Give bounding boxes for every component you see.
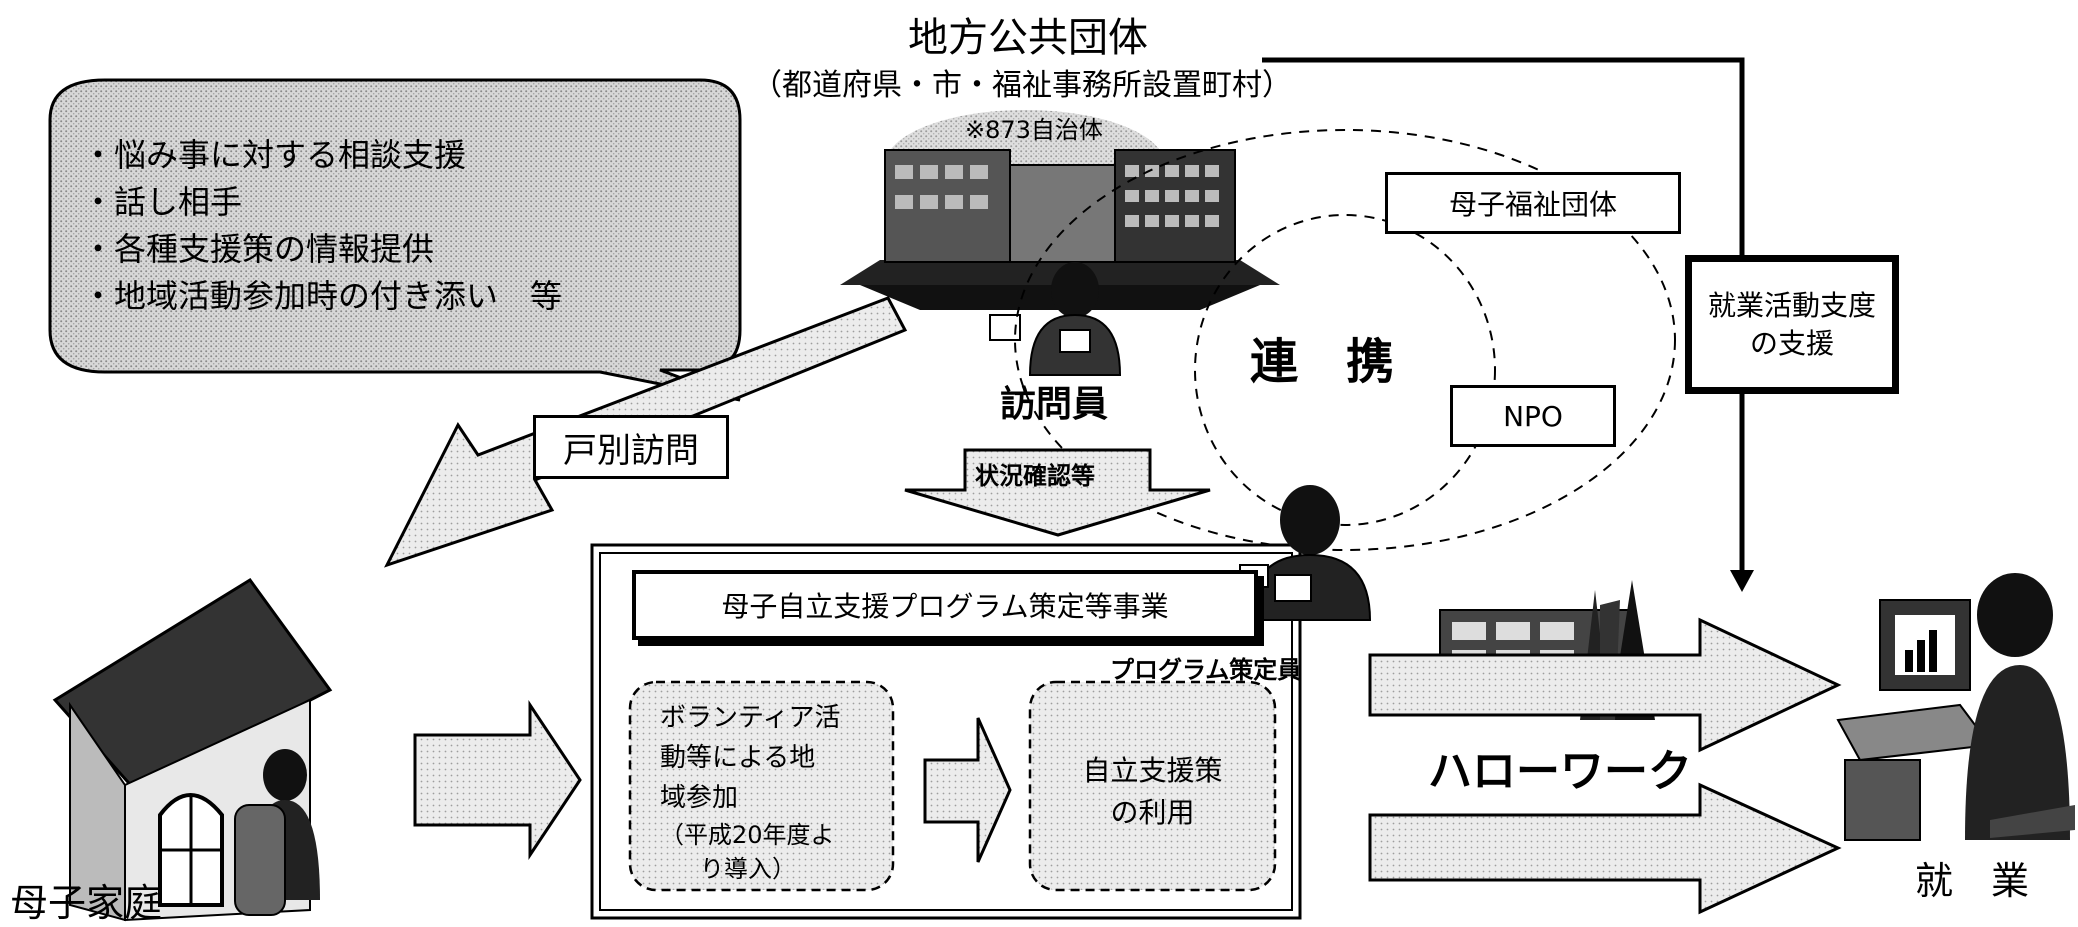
employment-support-line2: の支援 [1749,326,1834,360]
collaboration-circle [1014,129,1676,551]
renkei-label: 連 携 [1250,334,1395,390]
volunteer-line: 域参加 [660,783,739,813]
jokyo-arrow [904,448,1211,537]
program-banner-label: 母子自立支援プログラム策定等事業 [721,590,1169,623]
consult-item: ・地域活動参加時の付き添い 等 [82,277,563,315]
kobetsu-label: 戸別訪問 [563,430,699,471]
volunteer-line: ボランティア活 [660,703,841,733]
org-count-note: ※873自治体 [965,116,1103,144]
volunteer-box [628,680,895,892]
boshi-fukushi-box: 母子福祉団体 [1385,172,1681,234]
boshi-fukushi-label: 母子福祉団体 [1448,188,1617,221]
visitor-person-icon [989,262,1122,376]
planner-label: プログラム策定員 [1110,656,1302,684]
hellowork-to-job-arrow [1368,617,1842,753]
employment-support-flow [1262,57,1754,592]
org-subtitle: （都道府県・市・福祉事務所設置町村） [752,68,1292,103]
planner-person-icon [1239,485,1372,621]
self-support-box [1028,680,1277,892]
volunteer-line: 動等による地 [660,743,816,773]
employment-support-box: 就業活動支度 の支援 [1685,255,1899,394]
employment-support-line1: 就業活動支度 [1707,288,1876,322]
job-label: 就 業 [1915,859,2030,903]
hellowork-label: ハローワーク [1428,746,1692,797]
program-banner: 母子自立支援プログラム策定等事業 [632,570,1258,640]
jokyo-label: 状況確認等 [975,462,1095,490]
npo-label: NPO [1503,399,1563,433]
self-support-line: 自立支援策 [1082,754,1223,787]
volunteer-to-self-arrow [923,717,1012,863]
npo-box: NPO [1450,385,1616,447]
family-label: 母子家庭 [10,881,163,925]
consult-item: ・話し相手 [82,183,243,221]
consult-item: ・各種支援策の情報提供 [82,230,435,268]
consult-item: ・悩み事に対する相談支援 [82,136,467,174]
volunteer-text: ボランティア活 動等による地 域参加 （平成20年度よ り導入） [660,698,870,886]
program-to-job-arrow [1368,782,1842,915]
house-icon [52,577,333,922]
visitor-label: 訪問員 [1000,384,1109,425]
self-support-line: の利用 [1110,796,1195,829]
org-title: 地方公共団体 [908,15,1148,61]
family-to-program-arrow [413,700,582,860]
consult-list: ・悩み事に対する相談支援 ・話し相手 ・各種支援策の情報提供 ・地域活動参加時の… [82,132,562,320]
volunteer-note: （平成20年度よ [660,821,835,849]
kobetsu-label-box: 戸別訪問 [533,415,729,479]
self-support-text: 自立支援策 の利用 [1030,750,1275,834]
computer-worker-icon [1836,573,2075,841]
volunteer-note: り導入） [700,855,796,883]
